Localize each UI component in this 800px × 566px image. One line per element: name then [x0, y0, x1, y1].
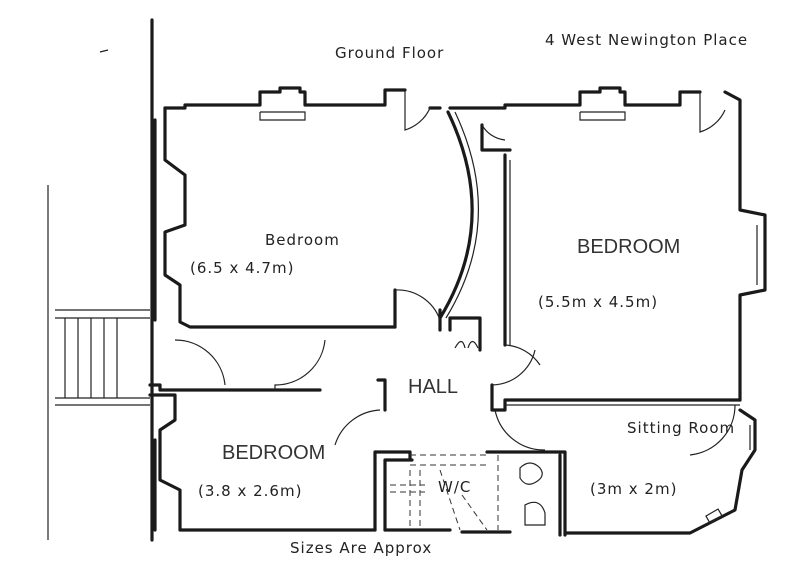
- room-name-hall: HALL: [408, 376, 458, 398]
- floor-label: Ground Floor: [335, 44, 444, 62]
- room-size-bedroom-2: (5.5m x 4.5m): [538, 293, 658, 311]
- address-label: 4 West Newington Place: [545, 31, 748, 49]
- room-name-bedroom-2: BEDROOM: [577, 236, 680, 258]
- room-size-bedroom-3: (3.8 x 2.6m): [198, 482, 302, 500]
- room-name-sitting-room: Sitting Room: [627, 419, 735, 437]
- room-size-bedroom-1: (6.5 x 4.7m): [190, 259, 294, 277]
- outer-walls: [47, 18, 767, 542]
- external-stairs: [47, 185, 150, 540]
- room-name-bedroom-3: BEDROOM: [222, 442, 325, 464]
- sizes-note: Sizes Are Approx: [290, 539, 432, 557]
- door-swings: [174, 90, 736, 456]
- room-size-sitting-room: (3m x 2m): [590, 480, 677, 498]
- room-name-wc: W/C: [438, 478, 471, 496]
- room-name-bedroom-1: Bedroom: [265, 231, 340, 249]
